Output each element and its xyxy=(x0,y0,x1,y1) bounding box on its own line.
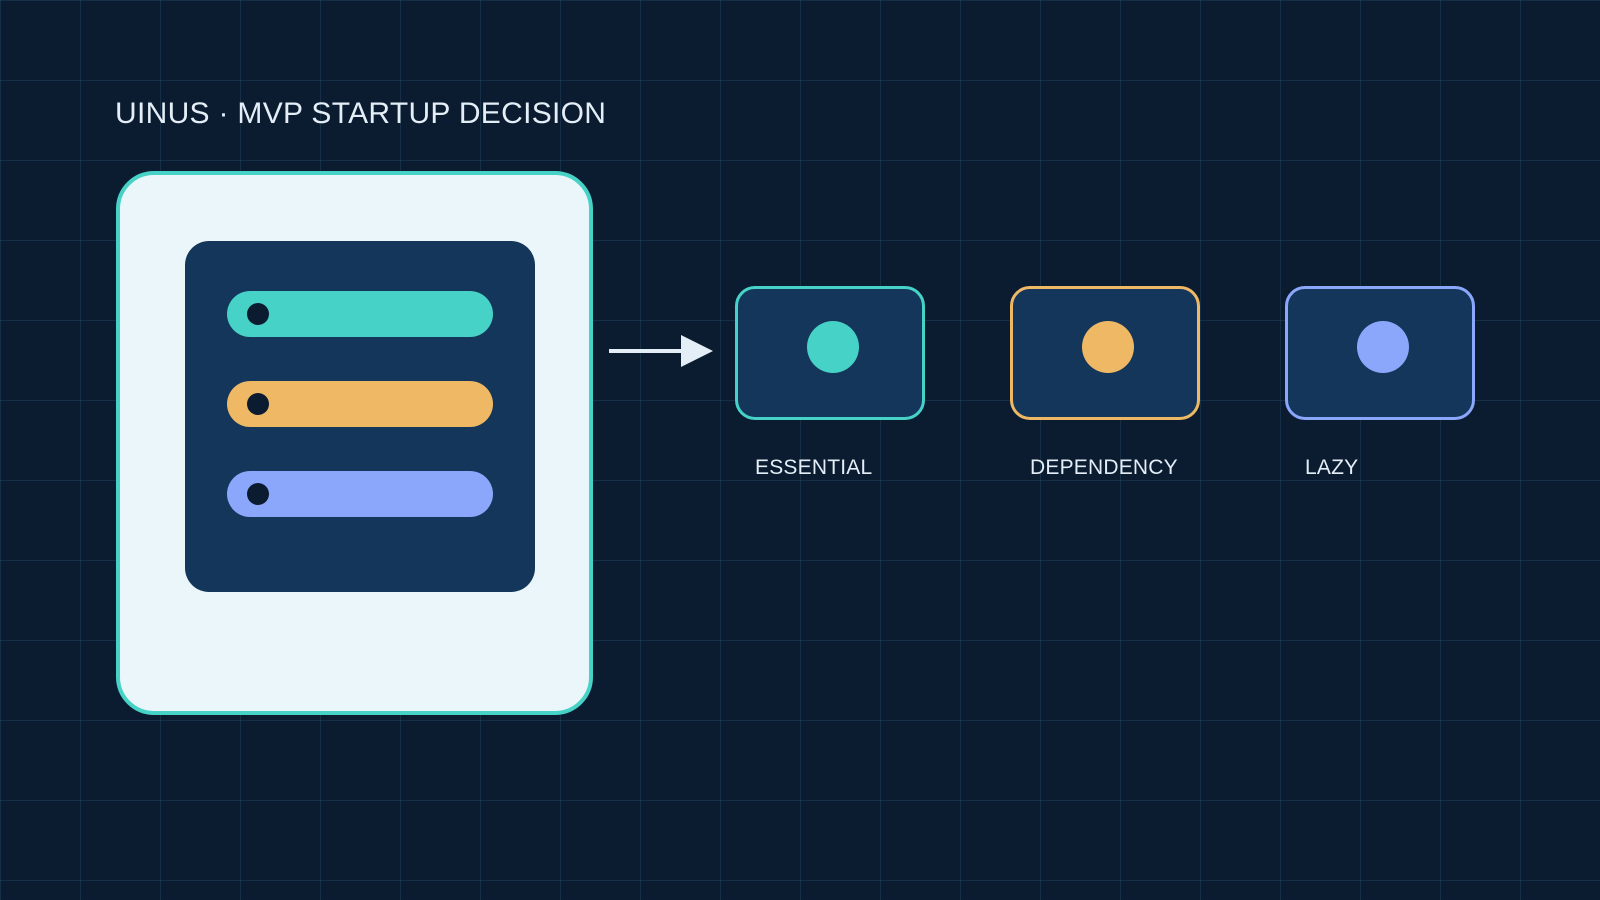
module-box-lazy xyxy=(1285,286,1475,420)
list-bullet-icon xyxy=(247,483,269,505)
module-box-essential xyxy=(735,286,925,420)
list-bullet-icon xyxy=(247,393,269,415)
module-box-dependency xyxy=(1010,286,1200,420)
essential-dot-icon xyxy=(807,321,859,373)
module-label-dependency: DEPENDENCY xyxy=(1030,456,1178,479)
module-label-essential: ESSENTIAL xyxy=(755,456,873,479)
list-item-lazy xyxy=(227,471,493,517)
module-label-lazy: LAZY xyxy=(1305,456,1359,479)
list-bullet-icon xyxy=(247,303,269,325)
dependency-dot-icon xyxy=(1082,321,1134,373)
module-list-panel xyxy=(185,241,535,592)
module-list-card xyxy=(116,171,593,715)
arrow-right-icon xyxy=(609,335,713,367)
list-item-essential xyxy=(227,291,493,337)
diagram-title: UINUS · MVP STARTUP DECISION xyxy=(115,97,607,130)
list-item-dependency xyxy=(227,381,493,427)
lazy-dot-icon xyxy=(1357,321,1409,373)
